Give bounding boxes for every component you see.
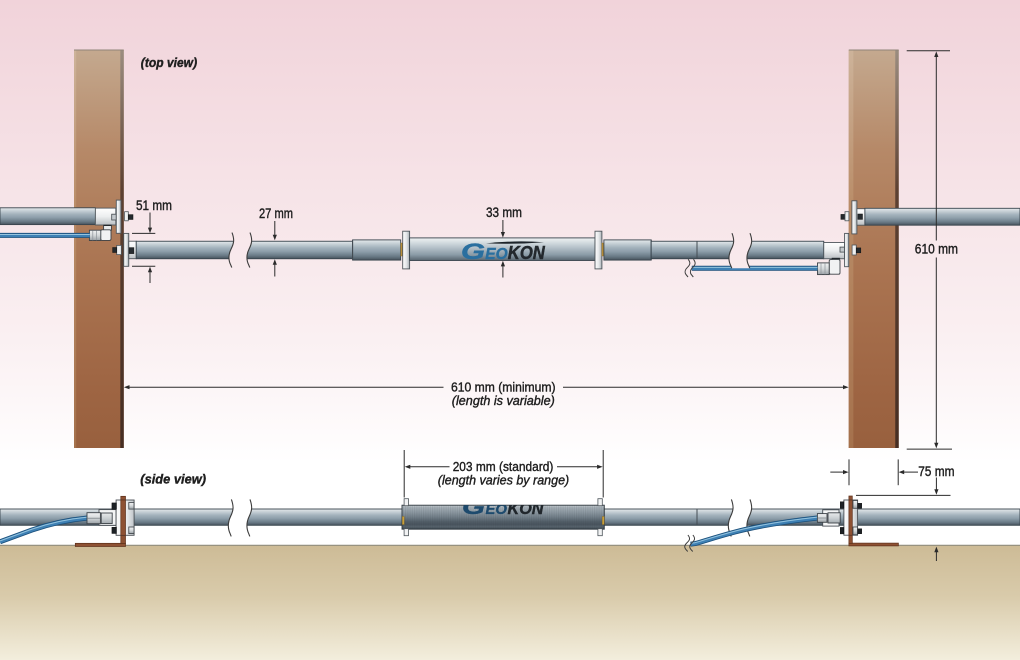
- svg-text:27 mm: 27 mm: [259, 206, 293, 221]
- svg-text:EO: EO: [485, 246, 508, 263]
- svg-text:(length varies by range): (length varies by range): [438, 472, 569, 487]
- svg-text:(length is variable): (length is variable): [452, 393, 555, 408]
- svg-text:33 mm: 33 mm: [486, 205, 522, 220]
- svg-text:203 mm (standard): 203 mm (standard): [453, 459, 554, 474]
- svg-text:(top view): (top view): [141, 56, 197, 70]
- svg-text:KON: KON: [508, 500, 545, 518]
- svg-text:G: G: [461, 239, 485, 264]
- svg-text:610 mm: 610 mm: [915, 242, 958, 257]
- svg-text:EO: EO: [486, 502, 508, 518]
- svg-text:G: G: [462, 497, 485, 519]
- svg-text:75 mm: 75 mm: [918, 464, 954, 479]
- svg-text:(side view): (side view): [140, 472, 206, 487]
- svg-text:610 mm (minimum): 610 mm (minimum): [451, 379, 556, 394]
- svg-text:51 mm: 51 mm: [136, 198, 172, 213]
- svg-text:KON: KON: [508, 242, 546, 263]
